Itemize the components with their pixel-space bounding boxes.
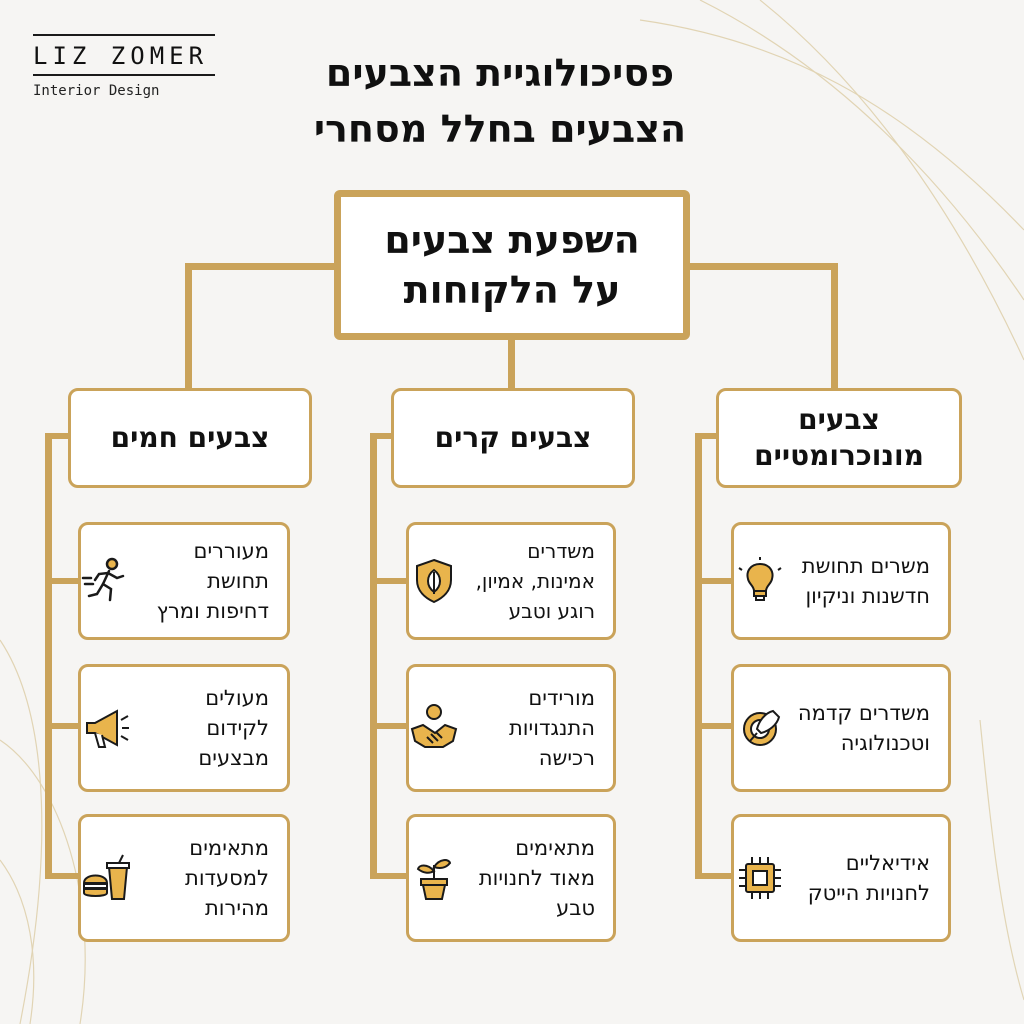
connector-drop-warm [185, 263, 192, 388]
page-title: פסיכולוגיית הצבעים הצבעים בחלל מסחרי [250, 45, 750, 157]
leaf-text: מורידים התנגדויות רכישה [509, 686, 595, 770]
leaf-warm-3: מתאימים למסעדות מהירות [78, 814, 290, 942]
bus-warm-2 [45, 723, 78, 729]
leaf-mono-3: אידיאליים לחנויות הייטק [731, 814, 951, 942]
leaf-text: מתאימים מאוד לחנויות טבע [478, 836, 595, 920]
bus-cool-3 [370, 873, 408, 879]
category-mono: צבעים מונוכרומטיים [716, 388, 962, 488]
leaf-text: משרים תחושת חדשנות וניקיון [801, 554, 930, 608]
leaf-text: משדרים אמינות, אמיון, רוגע וטבע [475, 539, 595, 623]
leaf-text: אידיאליים לחנויות הייטק [807, 851, 930, 905]
bus-warm [45, 433, 52, 879]
leaf-cool-2: מורידים התנגדויות רכישה [406, 664, 616, 792]
connector-drop-mono [831, 263, 838, 388]
megaphone-icon [81, 703, 131, 753]
logo-top-rule [33, 34, 215, 36]
bus-cool-2 [370, 723, 408, 729]
bus-mono-2 [695, 723, 733, 729]
handshake-icon [409, 703, 459, 753]
leaf-cool-3: מתאימים מאוד לחנויות טבע [406, 814, 616, 942]
root-line-2: על הלקוחות [403, 268, 621, 312]
connector-drop-cool [508, 336, 515, 388]
title-line-1: פסיכולוגיית הצבעים [325, 51, 675, 95]
leaf-mono-1: משרים תחושת חדשנות וניקיון [731, 522, 951, 640]
leaf-mono-2: משדרים קדמה וטכנולוגיה [731, 664, 951, 792]
bus-mono-3 [695, 873, 733, 879]
category-mono-label: צבעים מונוכרומטיים [754, 403, 924, 472]
bus-warm-cap [45, 433, 70, 439]
shield-leaf-icon [409, 556, 459, 606]
bus-cool-1 [370, 578, 408, 584]
bus-cool [370, 433, 377, 879]
leaf-text: מעוררים תחושת דחיפות ומרץ [156, 539, 269, 623]
root-box: השפעת צבעים על הלקוחות [334, 190, 690, 340]
gear-rocket-icon [735, 703, 785, 753]
brand-subtitle: Interior Design [33, 83, 160, 99]
bus-mono-1 [695, 578, 733, 584]
leaf-text: משדרים קדמה וטכנולוגיה [797, 701, 930, 755]
lightbulb-icon [735, 556, 785, 606]
bus-warm-1 [45, 578, 78, 584]
category-warm-label: צבעים חמים [110, 421, 270, 454]
connector-root-left [185, 263, 335, 270]
bus-mono [695, 433, 702, 879]
brand-logo: LIZ ZOMER Interior Design [33, 34, 215, 99]
bus-warm-3 [45, 873, 78, 879]
fast-food-icon [81, 853, 131, 903]
leaf-warm-1: מעוררים תחושת דחיפות ומרץ [78, 522, 290, 640]
potted-plant-icon [409, 853, 459, 903]
category-cool: צבעים קרים [391, 388, 635, 488]
microchip-icon [735, 853, 785, 903]
category-cool-label: צבעים קרים [434, 421, 592, 454]
bus-mono-cap [695, 433, 717, 439]
connector-root-right [688, 263, 838, 270]
leaf-warm-2: מעולים לקידום מבצעים [78, 664, 290, 792]
running-person-icon [81, 556, 131, 606]
leaf-text: מתאימים למסעדות מהירות [185, 836, 269, 920]
brand-name: LIZ ZOMER [33, 42, 209, 70]
bus-cool-cap [370, 433, 392, 439]
title-line-2: הצבעים בחלל מסחרי [313, 107, 687, 151]
root-line-1: השפעת צבעים [384, 218, 640, 262]
leaf-cool-1: משדרים אמינות, אמיון, רוגע וטבע [406, 522, 616, 640]
category-warm: צבעים חמים [68, 388, 312, 488]
logo-bottom-rule [33, 74, 215, 76]
leaf-text: מעולים לקידום מבצעים [198, 686, 269, 770]
